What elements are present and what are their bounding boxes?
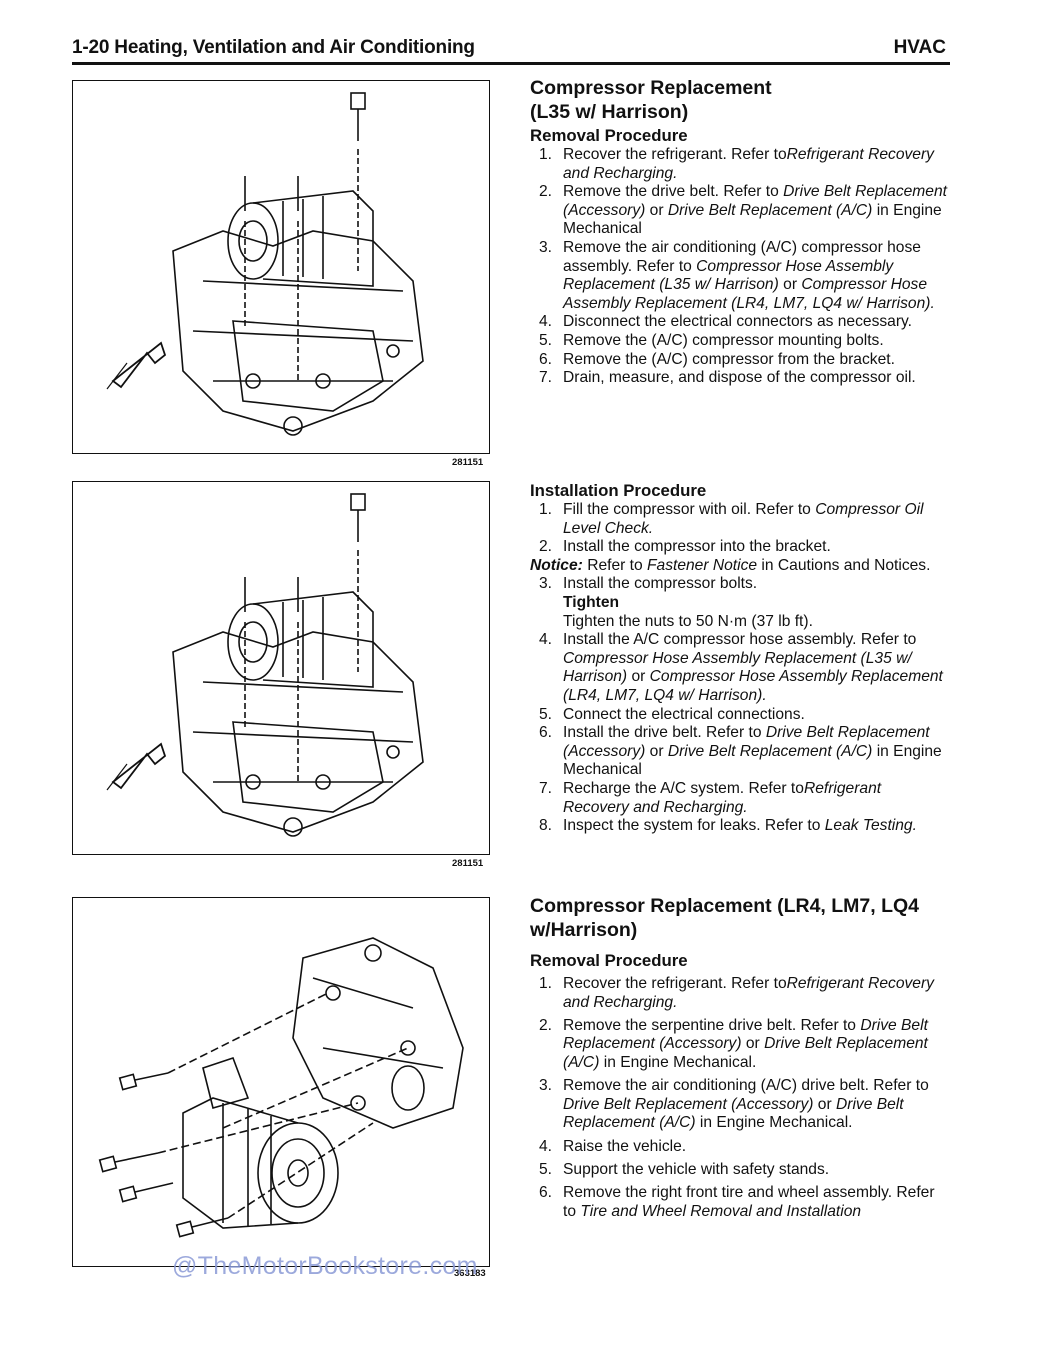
list-item: 6.Remove the right front tire and wheel … bbox=[539, 1183, 935, 1220]
list-item: 4.Raise the vehicle. bbox=[539, 1137, 687, 1155]
compressor-illustration bbox=[106, 92, 424, 436]
figure-number: 281151 bbox=[452, 858, 484, 869]
cross-reference: Compressor Hose Assembly Replacement (LR… bbox=[563, 276, 935, 312]
compressor-illustration bbox=[106, 493, 424, 837]
list-item: 3.Remove the air conditioning (A/C) driv… bbox=[539, 1077, 929, 1132]
removal-steps: 1.Recover the refrigerant. Refer toRefri… bbox=[530, 975, 950, 1221]
installation-steps-continued: 3.Install the compressor bolts. Tighten … bbox=[530, 575, 950, 835]
installation-heading: Installation Procedure bbox=[530, 481, 707, 500]
cross-reference: Compressor Hose Assembly Replacement (LR… bbox=[563, 668, 943, 704]
cross-reference: Refrigerant Recovery and Recharging. bbox=[563, 779, 882, 816]
removal-heading: Removal Procedure bbox=[530, 951, 688, 970]
cross-reference: Compressor Hose Assembly Replacement (L3… bbox=[563, 257, 894, 294]
cross-reference: Drive Belt Replacement (A/C) bbox=[563, 1035, 928, 1071]
header-rule bbox=[72, 62, 950, 65]
list-item: 1.Fill the compressor with oil. Refer to… bbox=[539, 501, 924, 537]
cross-reference: Drive Belt Replacement (Accessory) bbox=[563, 1095, 814, 1113]
tighten-label: Tighten bbox=[563, 593, 620, 611]
section-title: Compressor Replacement (LR4, LM7, LQ4 bbox=[530, 895, 920, 917]
cross-reference: Fastener Notice bbox=[647, 556, 758, 574]
list-item: 4.Install the A/C compressor hose assemb… bbox=[539, 631, 943, 704]
section-title: Compressor Replacement bbox=[530, 77, 772, 99]
installation-steps: 1.Fill the compressor with oil. Refer to… bbox=[530, 501, 950, 557]
compressor-illustration bbox=[98, 937, 464, 1238]
figure-number: 281151 bbox=[452, 457, 484, 468]
section-title-line2: (L35 w/ Harrison) bbox=[530, 101, 689, 123]
list-item: 6.Install the drive belt. Refer to Drive… bbox=[539, 724, 942, 779]
cross-reference: Tire and Wheel Removal and Installation bbox=[580, 1202, 862, 1220]
figure-compressor-l35-removal bbox=[72, 80, 490, 454]
list-item: 1.Recover the refrigerant. Refer toRefri… bbox=[539, 146, 934, 182]
cross-reference: Drive Belt Replacement (A/C) bbox=[563, 1095, 904, 1132]
section-l35: Compressor Replacement (L35 w/ Harrison)… bbox=[530, 76, 950, 388]
list-item: 3.Remove the air conditioning (A/C) comp… bbox=[539, 238, 935, 312]
cross-reference: Leak Testing. bbox=[824, 817, 917, 835]
section-tag: HVAC bbox=[893, 37, 946, 58]
figure-number: 363183 bbox=[454, 1268, 486, 1279]
list-item: 1.Recover the refrigerant. Refer toRefri… bbox=[539, 975, 934, 1011]
list-item: 8.Inspect the system for leaks. Refer to… bbox=[539, 817, 917, 835]
cross-reference: Compressor Oil Level Check. bbox=[563, 501, 924, 537]
list-item: 6.Remove the (A/C) compressor from the b… bbox=[539, 350, 895, 368]
list-item: 4.Disconnect the electrical connectors a… bbox=[539, 313, 913, 331]
watermark: @TheMotorBookstore.com bbox=[172, 1252, 478, 1280]
figure-compressor-lr4-removal bbox=[72, 897, 490, 1267]
list-item: 2.Install the compressor into the bracke… bbox=[539, 538, 831, 556]
cross-reference: Refrigerant Recovery and Recharging. bbox=[563, 975, 934, 1011]
removal-heading: Removal Procedure bbox=[530, 126, 688, 145]
list-item: 2.Remove the serpentine drive belt. Refe… bbox=[539, 1016, 928, 1071]
cross-reference: Drive Belt Replacement (A/C) bbox=[667, 201, 873, 219]
list-item: 7.Drain, measure, and dispose of the com… bbox=[539, 369, 916, 387]
cross-reference: Drive Belt Replacement (Accessory) bbox=[563, 183, 947, 219]
cross-reference: Drive Belt Replacement (Accessory) bbox=[563, 1016, 928, 1053]
cross-reference: Compressor Hose Assembly Replacement (L3… bbox=[563, 649, 912, 686]
section-title-line2: w/Harrison) bbox=[530, 919, 638, 941]
notice-label: Notice: bbox=[530, 556, 583, 574]
section-l35-installation: Installation Procedure 1.Fill the compre… bbox=[530, 479, 950, 836]
tighten-spec: Tighten the nuts to 50 N·m (37 lb ft). bbox=[563, 612, 813, 630]
cross-reference: Drive Belt Replacement (A/C) bbox=[667, 742, 873, 760]
section-lr4-lm7-lq4: Compressor Replacement (LR4, LM7, LQ4 w/… bbox=[530, 894, 950, 1226]
list-item: 7.Recharge the A/C system. Refer toRefri… bbox=[539, 779, 882, 816]
removal-steps: 1.Recover the refrigerant. Refer toRefri… bbox=[530, 146, 950, 388]
figure-compressor-l35-installation bbox=[72, 481, 490, 855]
notice: Notice: Refer to Fastener Notice in Caut… bbox=[530, 556, 931, 574]
list-item: 5.Connect the electrical connections. bbox=[539, 705, 805, 723]
list-item: 5.Support the vehicle with safety stands… bbox=[539, 1160, 830, 1178]
cross-reference: Drive Belt Replacement (Accessory) bbox=[563, 724, 930, 760]
list-item: 5.Remove the (A/C) compressor mounting b… bbox=[539, 331, 884, 349]
page-title: 1-20 Heating, Ventilation and Air Condit… bbox=[72, 37, 475, 58]
list-item: 2.Remove the drive belt. Refer to Drive … bbox=[539, 183, 947, 238]
cross-reference: Refrigerant Recovery and Recharging. bbox=[563, 146, 934, 182]
list-item: 3.Install the compressor bolts. Tighten … bbox=[530, 575, 950, 631]
page-header: 1-20 Heating, Ventilation and Air Condit… bbox=[72, 34, 950, 66]
